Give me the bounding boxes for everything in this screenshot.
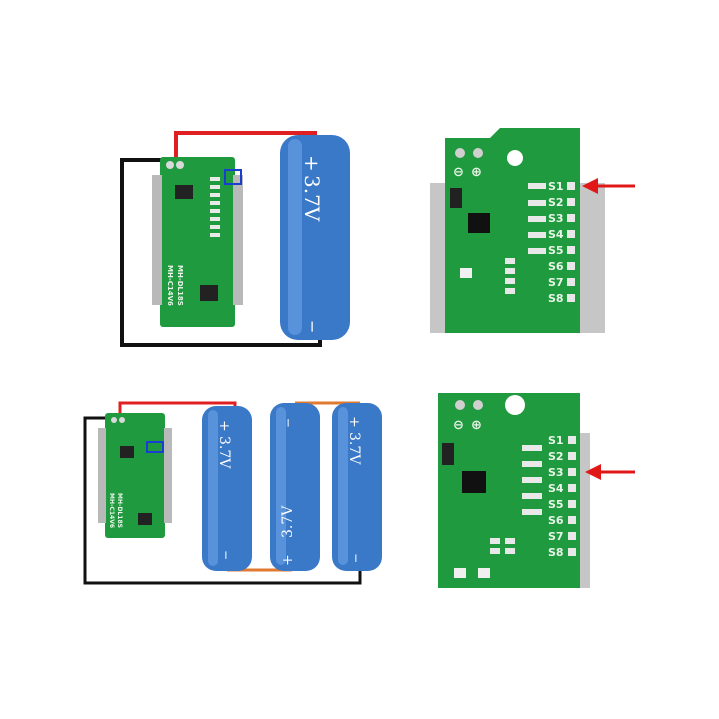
arrow-to-s3 (585, 464, 635, 480)
pin-s1: S1 (548, 434, 564, 447)
pin-s8: S8 (548, 292, 564, 305)
arrow-to-s1 (582, 178, 635, 194)
board-closeup-s1: ⊖ ⊕ S1 S2 S3 S4 S5 S6 S7 S8 (430, 128, 640, 333)
battery-voltage-label: 3.7V (300, 175, 324, 222)
battery-plus-label: + (300, 155, 324, 172)
three-cell-wiring-svg: MH-C14V6 MH-DL18S + 3.7V − − 3.7V + + 3.… (83, 401, 382, 585)
board-closeup-s3: ⊖ ⊕ S1 S2 S3 S4 S5 S6 S7 S8 (430, 393, 640, 588)
board-label-2: MH-C14V6 (166, 265, 174, 306)
indicator-board: MH-C14V6 MH-DL18S (98, 413, 172, 538)
board-closeup-svg-2: ⊖ ⊕ S1 S2 S3 S4 S5 S6 S7 S8 (438, 393, 635, 588)
battery-1-minus: − (219, 550, 233, 560)
board-label: MH-DL18S (176, 265, 184, 306)
pin-s2: S2 (548, 450, 564, 463)
battery-2-voltage: 3.7V (280, 505, 296, 538)
pin-s8: S8 (548, 546, 564, 559)
battery-3-minus: − (349, 553, 363, 563)
pin-s2: S2 (548, 196, 564, 209)
battery-cell-3: + 3.7V − (332, 403, 382, 571)
pin-s1: S1 (548, 180, 564, 193)
board-label-2: MH-C14V6 (108, 493, 115, 528)
s1-highlight-box (224, 169, 242, 185)
single-cell-wiring-diagram: MH-C14V6 MH-DL18S + 3.7V − (110, 125, 350, 350)
battery-3-voltage: 3.7V (346, 432, 362, 465)
indicator-board: MH-C14V6 MH-DL18S (152, 157, 243, 327)
pin-s5: S5 (548, 244, 564, 257)
pin-s3: S3 (548, 466, 564, 479)
pin-s4: S4 (548, 228, 564, 241)
s3-highlight-box (146, 441, 164, 453)
single-cell-wiring-svg: MH-C14V6 MH-DL18S + 3.7V − (120, 131, 350, 347)
pin-s4: S4 (548, 482, 564, 495)
plus-symbol: ⊕ (471, 418, 482, 433)
minus-symbol: ⊖ (453, 418, 464, 433)
pin-s6: S6 (548, 514, 564, 527)
battery-2-plus: + (280, 554, 296, 566)
battery-cell-1: + 3.7V − (202, 406, 252, 571)
pin-s7: S7 (548, 530, 564, 543)
battery-3-plus: + (346, 416, 362, 428)
battery-1-voltage: 3.7V (216, 436, 232, 469)
battery-2-minus: − (281, 418, 295, 428)
pin-s6: S6 (548, 260, 564, 273)
battery-cell-2: − 3.7V + (270, 403, 320, 571)
plus-symbol: ⊕ (471, 165, 482, 180)
battery-minus-label: − (303, 320, 322, 333)
board-closeup-svg: ⊖ ⊕ S1 S2 S3 S4 S5 S6 S7 S8 (430, 128, 635, 333)
battery-cell: + 3.7V − (280, 135, 350, 340)
pin-s5: S5 (548, 498, 564, 511)
battery-1-plus: + (216, 420, 232, 432)
three-cell-wiring-diagram: MH-C14V6 MH-DL18S + 3.7V − − 3.7V + + 3.… (80, 398, 390, 590)
pin-s3: S3 (548, 212, 564, 225)
pin-s7: S7 (548, 276, 564, 289)
board-label: MH-DL18S (116, 493, 123, 528)
black-wire (83, 416, 362, 585)
minus-symbol: ⊖ (453, 165, 464, 180)
